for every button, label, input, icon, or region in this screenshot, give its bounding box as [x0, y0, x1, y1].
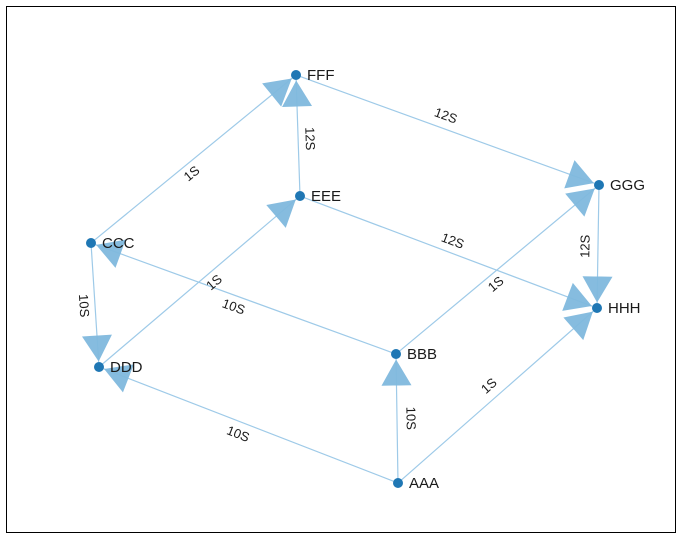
graph-node-label-aaa: AAA: [409, 475, 439, 492]
graph-edge-arrowhead: [563, 311, 593, 341]
graph-node-ddd[interactable]: [94, 362, 104, 372]
edge-weight-label: 1S: [181, 162, 203, 184]
edge-weight-label: 12S: [577, 234, 592, 258]
graph-edge-arrowhead: [565, 188, 595, 217]
graph-edge: [401, 311, 594, 481]
graph-node-label-eee: EEE: [311, 188, 341, 205]
graph-node-ggg[interactable]: [594, 180, 604, 190]
edge-weight-label: 10S: [403, 407, 418, 431]
graph-edge-arrowhead: [564, 160, 594, 189]
graph-node-bbb[interactable]: [391, 349, 401, 359]
edge-weight-label: 1S: [478, 375, 500, 397]
graph-node-label-ccc: CCC: [102, 235, 135, 252]
graph-edge-arrowhead: [381, 359, 412, 386]
graph-node-label-ddd: DDD: [110, 359, 143, 376]
graph-edge: [399, 187, 596, 352]
graph-node-hhh[interactable]: [592, 303, 602, 313]
graph-node-ccc[interactable]: [86, 238, 96, 248]
edge-weight-label: 1S: [485, 273, 507, 295]
graph-edge-arrowhead: [562, 282, 592, 311]
graph-edge-arrowhead: [266, 199, 296, 228]
graph-edge: [94, 77, 293, 241]
graph-edge-arrowhead: [82, 334, 112, 362]
graph-node-label-fff: FFF: [307, 67, 335, 84]
graph-edge: [304, 197, 593, 307]
graph-edge: [300, 76, 595, 184]
graph-edge-arrowhead: [104, 364, 134, 393]
graph-edge-arrowhead: [582, 276, 613, 303]
graph-edge-arrowhead: [262, 78, 292, 107]
graph-edge: [95, 244, 392, 353]
edge-weight-label: 12S: [302, 127, 318, 151]
graph-edge: [103, 368, 394, 482]
graph-node-eee[interactable]: [295, 191, 305, 201]
edge-weight-label: 12S: [439, 230, 466, 252]
edge-weight-label: 10S: [225, 423, 252, 445]
edge-weight-label: 12S: [432, 105, 459, 127]
edge-weight-label: 1S: [203, 271, 225, 293]
graph-edge-arrowhead: [282, 80, 313, 107]
graph-node-fff[interactable]: [291, 70, 301, 80]
graph-edge: [102, 198, 297, 365]
directed-graph: 1S12S12S12S12S1S1S10S10S10S10S1SAAABBBCC…: [76, 67, 645, 492]
graph-edge-arrowhead: [96, 239, 126, 268]
graph-node-label-bbb: BBB: [407, 346, 437, 363]
edge-weight-label: 10S: [76, 294, 92, 318]
graph-node-label-hhh: HHH: [608, 300, 641, 317]
graph-node-aaa[interactable]: [393, 478, 403, 488]
graph-node-label-ggg: GGG: [610, 177, 645, 194]
